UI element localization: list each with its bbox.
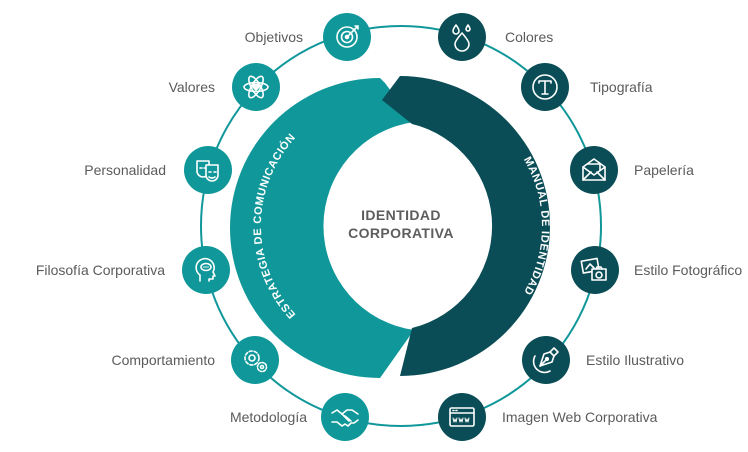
center-title-line1: IDENTIDAD <box>361 207 441 223</box>
atom-heart-icon <box>243 75 269 99</box>
node-colores: Colores <box>438 13 553 61</box>
label-objetivos: Objetivos <box>245 29 303 45</box>
theater-masks-icon <box>196 160 219 182</box>
label-valores: Valores <box>169 79 215 95</box>
target-icon <box>336 25 359 48</box>
color-drops-icon <box>452 24 471 52</box>
label-estilo-ilustrativo: Estilo Ilustrativo <box>586 352 684 368</box>
node-comportamiento: Comportamiento <box>112 336 279 384</box>
gears-icon <box>244 350 268 373</box>
label-colores: Colores <box>505 29 553 45</box>
label-comportamiento: Comportamiento <box>112 352 216 368</box>
node-imagen-web: Imagen Web Corporativa <box>438 393 658 441</box>
pen-nib-icon <box>532 347 559 374</box>
node-valores: Valores <box>169 63 280 111</box>
right-arc-band <box>382 76 550 376</box>
node-estilo-ilustrativo: Estilo Ilustrativo <box>522 336 684 384</box>
typography-icon <box>532 74 558 100</box>
node-estilo-fotografico: Estilo Fotográfico <box>571 246 742 294</box>
left-arc-band <box>230 78 414 378</box>
label-tipografia: Tipografía <box>590 79 653 95</box>
label-papeleria: Papelería <box>634 162 694 178</box>
label-estilo-fotografico: Estilo Fotográfico <box>634 262 742 278</box>
node-personalidad: Personalidad <box>84 146 232 194</box>
photo-camera-icon <box>580 257 607 281</box>
node-filosofia: Filosofía Corporativa <box>36 246 230 294</box>
label-filosofia: Filosofía Corporativa <box>36 262 165 278</box>
label-personalidad: Personalidad <box>84 162 166 178</box>
center-title-line2: CORPORATIVA <box>348 225 454 241</box>
outer-ring <box>200 25 602 427</box>
node-tipografia: Tipografía <box>521 63 653 111</box>
node-papeleria: Papelería <box>570 146 694 194</box>
envelope-icon <box>582 158 606 181</box>
web-browser-icon <box>449 407 475 427</box>
node-metodologia: Metodología <box>230 393 369 441</box>
head-idea-icon <box>195 257 216 282</box>
label-imagen-web: Imagen Web Corporativa <box>502 409 658 425</box>
node-objetivos: Objetivos <box>245 13 371 61</box>
label-metodologia: Metodología <box>230 409 307 425</box>
handshake-icon <box>331 409 359 427</box>
